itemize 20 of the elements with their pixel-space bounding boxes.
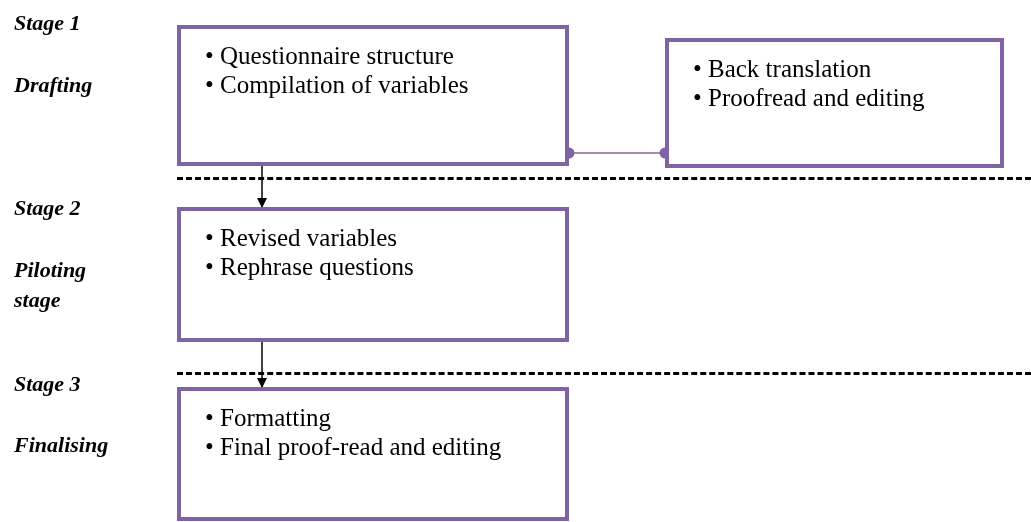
stage-label: Stage 2 [14,194,82,222]
list-item: • Revised variables [205,223,398,252]
process-box [177,207,569,342]
arrow [257,341,267,388]
list-item: • Rephrase questions [205,252,414,281]
list-item: • Final proof-read and editing [205,432,502,461]
list-item: • Back translation [693,54,872,83]
stage-label: Stage 1 [14,9,82,37]
arrow [257,165,267,208]
list-item: • Formatting [205,403,333,432]
stage-label: Piloting stage [14,256,88,314]
list-item: • Questionnaire structure [205,41,454,70]
process-box [177,387,569,521]
stage-label: Finalising [14,431,110,459]
process-box [665,38,1004,168]
process-box [177,25,569,166]
list-item: • Proofread and editing [693,83,925,112]
stage-label: Stage 3 [14,370,82,398]
stage-label: Drafting [14,71,94,99]
list-item: • Compilation of variables [205,70,469,99]
